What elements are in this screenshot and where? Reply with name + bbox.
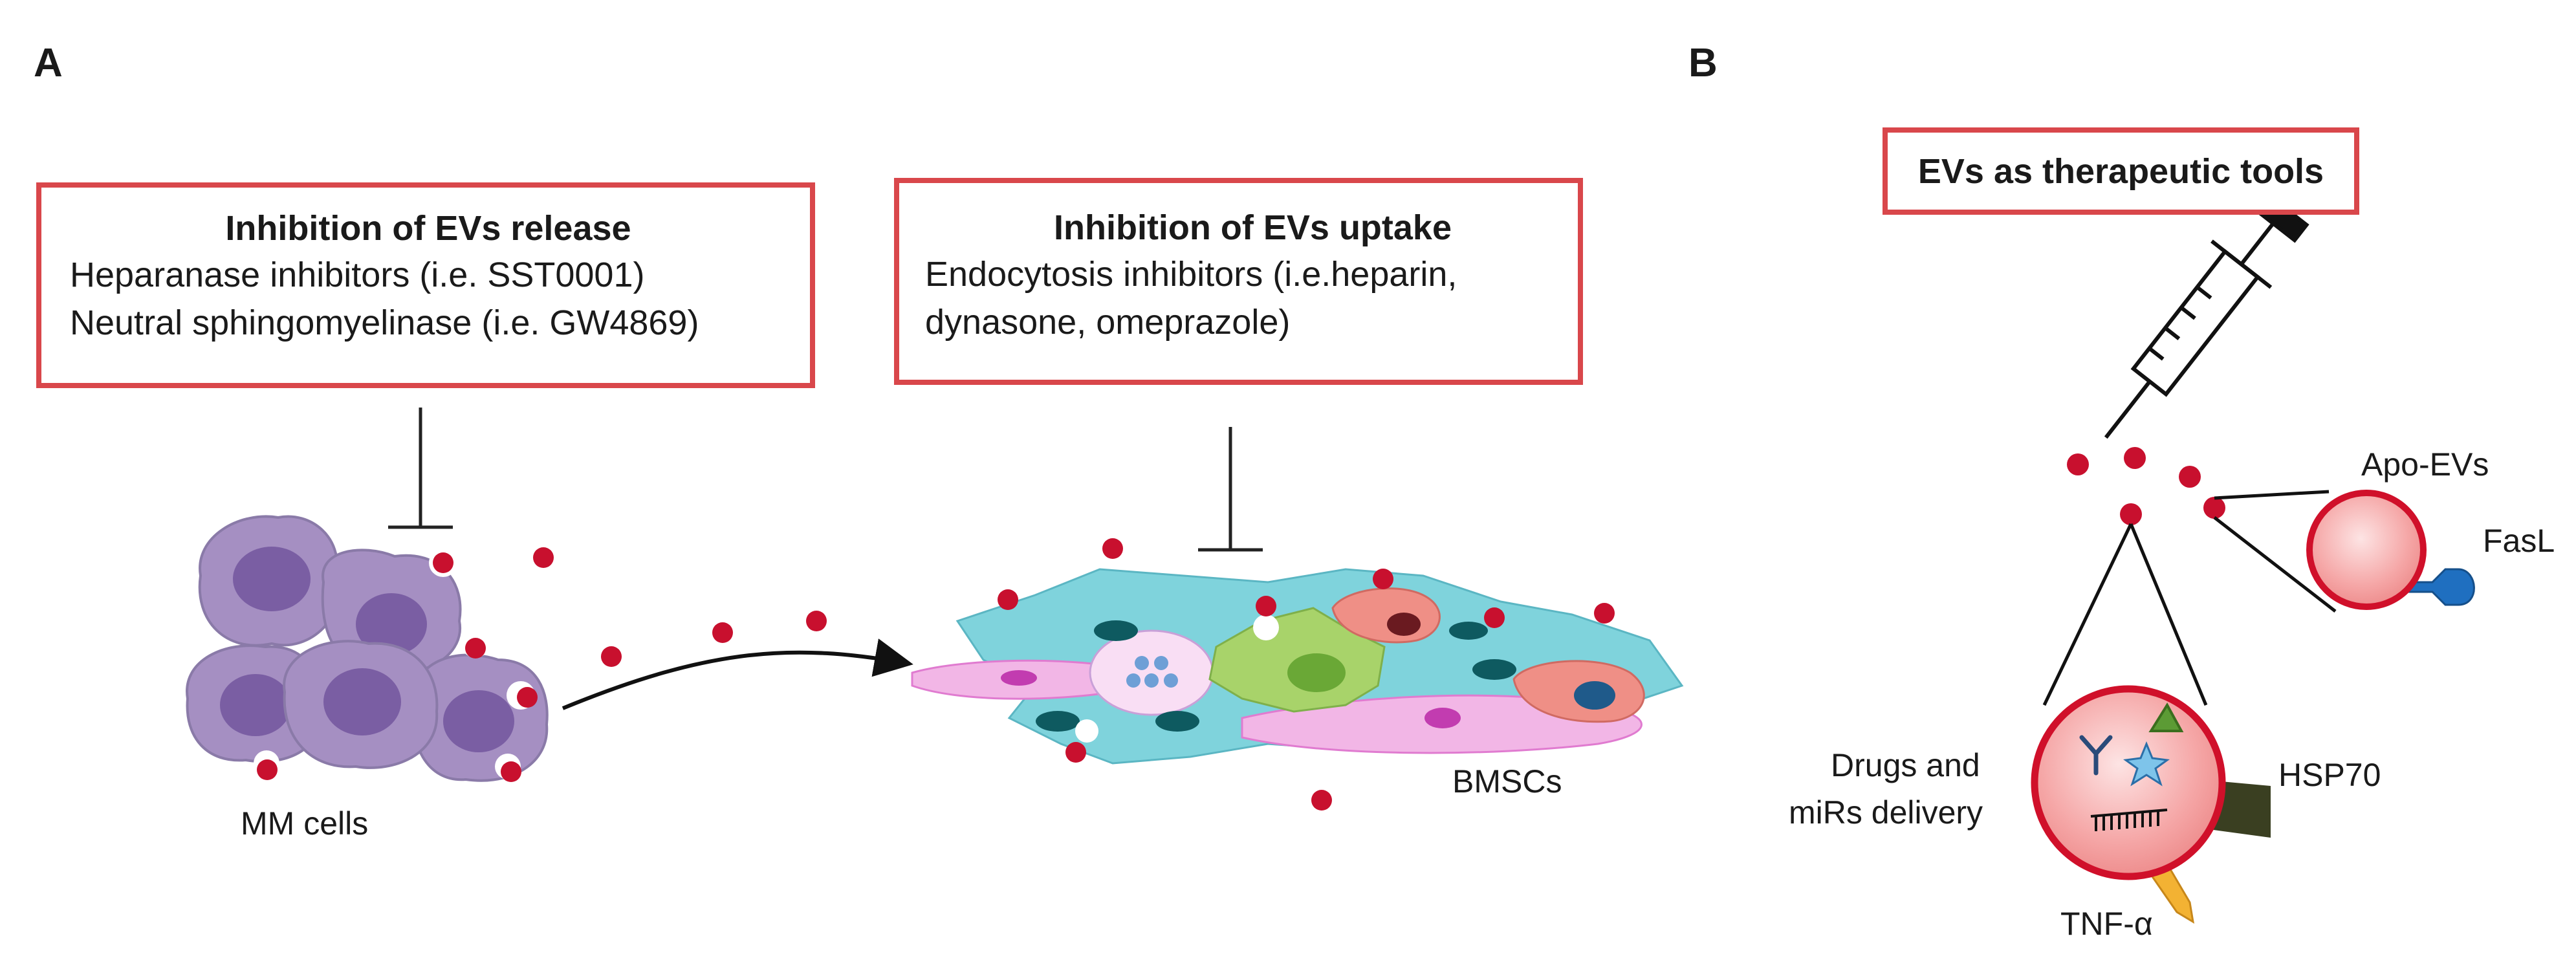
drugs-label-line1: Drugs and bbox=[1831, 747, 1980, 783]
apo-evs-label: Apo-EVs bbox=[2361, 446, 2489, 483]
ev-dot bbox=[433, 552, 453, 573]
mm-cells-cluster bbox=[186, 515, 549, 782]
syringe-icon bbox=[2104, 188, 2309, 439]
hsp70-label: HSP70 bbox=[2278, 757, 2381, 793]
ev-dot bbox=[257, 759, 278, 780]
tnf-label: TNF-α bbox=[2060, 906, 2153, 942]
ev-dot bbox=[1594, 603, 1615, 624]
ev-dot bbox=[806, 611, 827, 631]
ev-dot bbox=[1256, 596, 1276, 616]
fasl-ligand bbox=[2370, 568, 2475, 606]
ev-dot bbox=[1065, 742, 1086, 763]
release-box-title: Inhibition of EVs release bbox=[225, 209, 631, 248]
ev-dot bbox=[1484, 607, 1505, 628]
release-inhibition-box: Inhibition of EVs release Heparanase inh… bbox=[36, 182, 815, 388]
therapeutic-box-title: EVs as therapeutic tools bbox=[1917, 151, 2324, 191]
ev-dots-panel-a bbox=[257, 538, 1615, 811]
release-box-line: Neutral sphingomyelinase (i.e. GW4869) bbox=[70, 303, 699, 342]
ev-dot bbox=[1311, 790, 1332, 811]
therapeutic-box: EVs as therapeutic tools bbox=[1883, 127, 2359, 215]
release-box-line: Heparanase inhibitors (i.e. SST0001) bbox=[70, 256, 645, 294]
ev-dot bbox=[533, 547, 554, 568]
antibody-icon bbox=[2079, 735, 2113, 776]
ev-dot bbox=[501, 761, 521, 782]
apo-ev-zoom-lines bbox=[2213, 490, 2337, 613]
ev-dot bbox=[2179, 466, 2201, 488]
uptake-box-line: Endocytosis inhibitors (i.e.heparin, bbox=[925, 255, 1457, 294]
bmscs-cluster bbox=[911, 568, 1684, 765]
drugs-label-line2: miRs delivery bbox=[1789, 794, 1983, 831]
uptake-inhibition-box: Inhibition of EVs uptake Endocytosis inh… bbox=[894, 178, 1583, 385]
mirna-icon bbox=[2090, 809, 2168, 831]
ev-dot bbox=[1373, 569, 1393, 589]
uptake-inhibition-symbol bbox=[1198, 427, 1263, 552]
ev-dot bbox=[2120, 503, 2142, 525]
transfer-arrow bbox=[562, 638, 913, 710]
ev-dot bbox=[2124, 447, 2146, 469]
panel-b-label: B bbox=[1688, 41, 1718, 85]
release-inhibition-symbol bbox=[388, 408, 453, 529]
panel-a-label: A bbox=[34, 41, 63, 85]
ev-dot bbox=[2067, 453, 2089, 475]
ev-dots-panel-b bbox=[2067, 447, 2225, 525]
uptake-box-title: Inhibition of EVs uptake bbox=[1053, 208, 1452, 247]
star-drug-icon bbox=[2123, 741, 2170, 787]
uptake-box-line: dynasone, omeprazole) bbox=[925, 303, 1291, 342]
drug-delivery-ev bbox=[2031, 685, 2226, 880]
bmscs-label: BMSCs bbox=[1452, 763, 1562, 800]
mm-cells-label: MM cells bbox=[241, 805, 369, 842]
ev-dot bbox=[1102, 538, 1123, 559]
triangle-drug-icon bbox=[2148, 702, 2184, 732]
ev-dot bbox=[2203, 497, 2225, 519]
ev-dot bbox=[998, 589, 1018, 610]
ev-dot bbox=[601, 646, 622, 667]
drug-ev-zoom-lines bbox=[2042, 523, 2208, 706]
apo-ev bbox=[2306, 490, 2475, 610]
ev-dot bbox=[517, 687, 538, 708]
ev-dot bbox=[712, 622, 733, 643]
fasl-label: FasL bbox=[2483, 523, 2555, 559]
ev-dot bbox=[465, 638, 486, 659]
